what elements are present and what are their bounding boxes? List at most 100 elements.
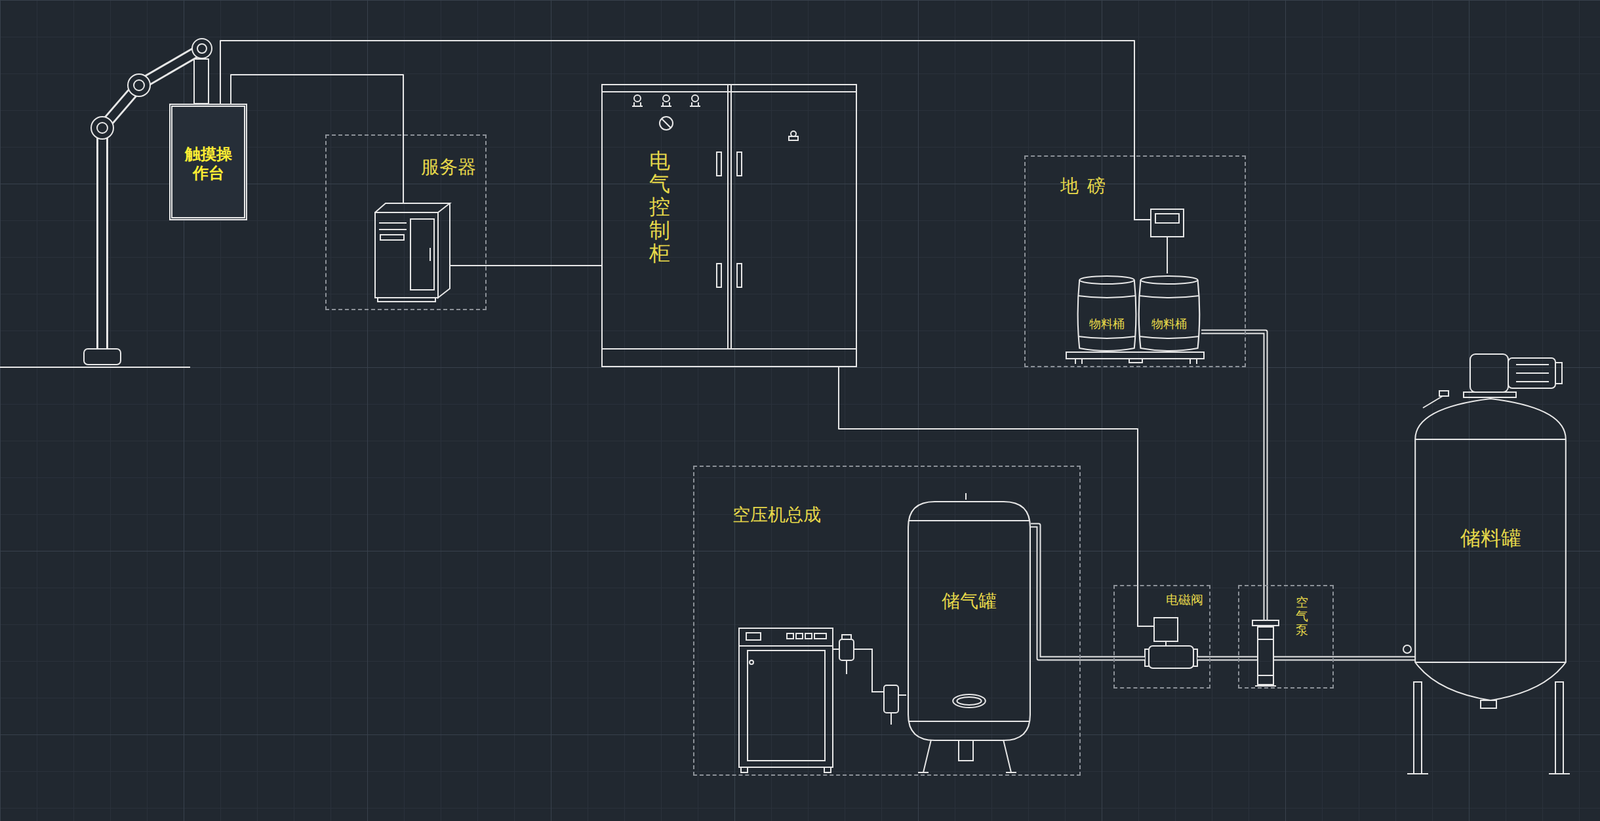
air-compressor [898, 694, 907, 696]
node-label: 储料罐 [1409, 525, 1572, 551]
scale-display [1066, 352, 1204, 359]
air-pump [1257, 674, 1274, 677]
support-arm [194, 59, 209, 104]
air-compressor [890, 712, 892, 725]
solenoid-valve [1113, 584, 1211, 669]
pipe-connector [1201, 331, 1266, 585]
control-cabinet: 电气控制柜 [601, 83, 858, 368]
server-icon [429, 247, 431, 261]
air-compressor [739, 645, 833, 647]
cabinet-details [634, 95, 641, 102]
storage-tank-details [1470, 354, 1509, 393]
air-compressor [747, 650, 825, 761]
air-compressor [853, 649, 884, 692]
air-compressor [814, 633, 827, 639]
cabinet-details [602, 91, 856, 93]
scale-group: 地磅物料桶物料桶 [1024, 155, 1246, 368]
air-tank-details [918, 771, 1017, 774]
node-label: 电磁阀 [1165, 592, 1204, 608]
cabinet-details [716, 152, 722, 176]
air-tank-outline [956, 697, 981, 705]
barrel-outline [1079, 276, 1135, 284]
pipe-connector [1210, 657, 1239, 660]
barrel-outline [1078, 276, 1137, 351]
air-compressor [786, 633, 794, 639]
compressor-group: 空压机总成储气罐 [693, 465, 1081, 776]
air-pump [1238, 584, 1334, 686]
air-tank-details [923, 739, 1012, 773]
server-wire [402, 134, 404, 204]
cabinet-details [790, 131, 797, 137]
material-barrel: 物料桶 [1137, 274, 1202, 354]
storage-tank-outline [1415, 439, 1566, 663]
storage-tank-details [1403, 354, 1570, 774]
server-icon [375, 203, 450, 302]
air-tank-outline [952, 694, 986, 708]
solenoid-valve [1137, 584, 1155, 627]
storage-tank-details [1439, 390, 1449, 397]
signal-wire [220, 40, 1135, 156]
server-wire [403, 134, 487, 266]
support-arm [133, 80, 145, 91]
air-compressor [746, 632, 761, 640]
storage-tank-details [1508, 358, 1556, 389]
cabinet-details [602, 348, 856, 350]
cabinet-details [632, 102, 643, 107]
valve-group: 电磁阀 [1113, 584, 1211, 689]
air-pump [1257, 626, 1274, 685]
signal-wire [220, 40, 1135, 156]
pipe-connector [1333, 656, 1416, 661]
storage-tank-details [1403, 645, 1412, 654]
cabinet-details [730, 85, 732, 349]
cabinet-details [602, 85, 856, 349]
air-pump [1238, 584, 1334, 659]
storage-tank-details [1407, 773, 1570, 775]
scale-display [1166, 236, 1168, 274]
cabinet-details [788, 136, 799, 141]
barrel-outline [1137, 274, 1202, 354]
support-arm [192, 38, 212, 59]
support-arm [91, 116, 114, 140]
cabinet-details [660, 102, 672, 107]
signal-wire [838, 367, 1138, 585]
cabinet-details [737, 152, 742, 176]
solenoid-valve [1165, 641, 1167, 646]
pipe-connector [1333, 658, 1416, 660]
solenoid-valve [1144, 649, 1149, 667]
air-compressor [739, 628, 907, 773]
solenoid-valve [1154, 617, 1178, 642]
pipe-connector [1030, 525, 1114, 659]
line-art [0, 38, 1570, 774]
server-icon [438, 203, 450, 298]
server-icon [380, 234, 404, 240]
signal-wire [486, 265, 602, 267]
air-tank-outline [908, 501, 1031, 741]
pump-group: 空气泵 [1238, 584, 1334, 689]
pipe-connector [1030, 525, 1114, 659]
air-tank-outline [908, 520, 1031, 722]
solenoid-valve [1113, 656, 1211, 661]
solenoid-valve [1193, 649, 1198, 667]
barrel-outline [1140, 276, 1198, 284]
server-group: 服务器 [325, 134, 487, 311]
solenoid-valve [1148, 645, 1194, 669]
barrel-outline [1078, 280, 1137, 351]
air-tank-outline [908, 501, 1031, 741]
storage-tank: 储料罐 [1409, 393, 1572, 705]
node-label: 地磅 [1060, 175, 1114, 198]
air-pump [1257, 638, 1274, 640]
scale-display [1134, 155, 1151, 220]
air-compressor [796, 633, 803, 639]
node-label: 触摸操作台 [172, 144, 244, 183]
air-compressor [805, 633, 812, 639]
storage-tank-details [1555, 681, 1564, 774]
server-icon [410, 219, 435, 290]
signal-wire [486, 264, 602, 267]
air-compressor [740, 767, 748, 773]
air-compressor [883, 685, 899, 713]
pipe-connector [1210, 656, 1239, 661]
air-compressor [739, 628, 833, 768]
support-arm [97, 122, 108, 134]
signal-wire [838, 367, 1138, 585]
